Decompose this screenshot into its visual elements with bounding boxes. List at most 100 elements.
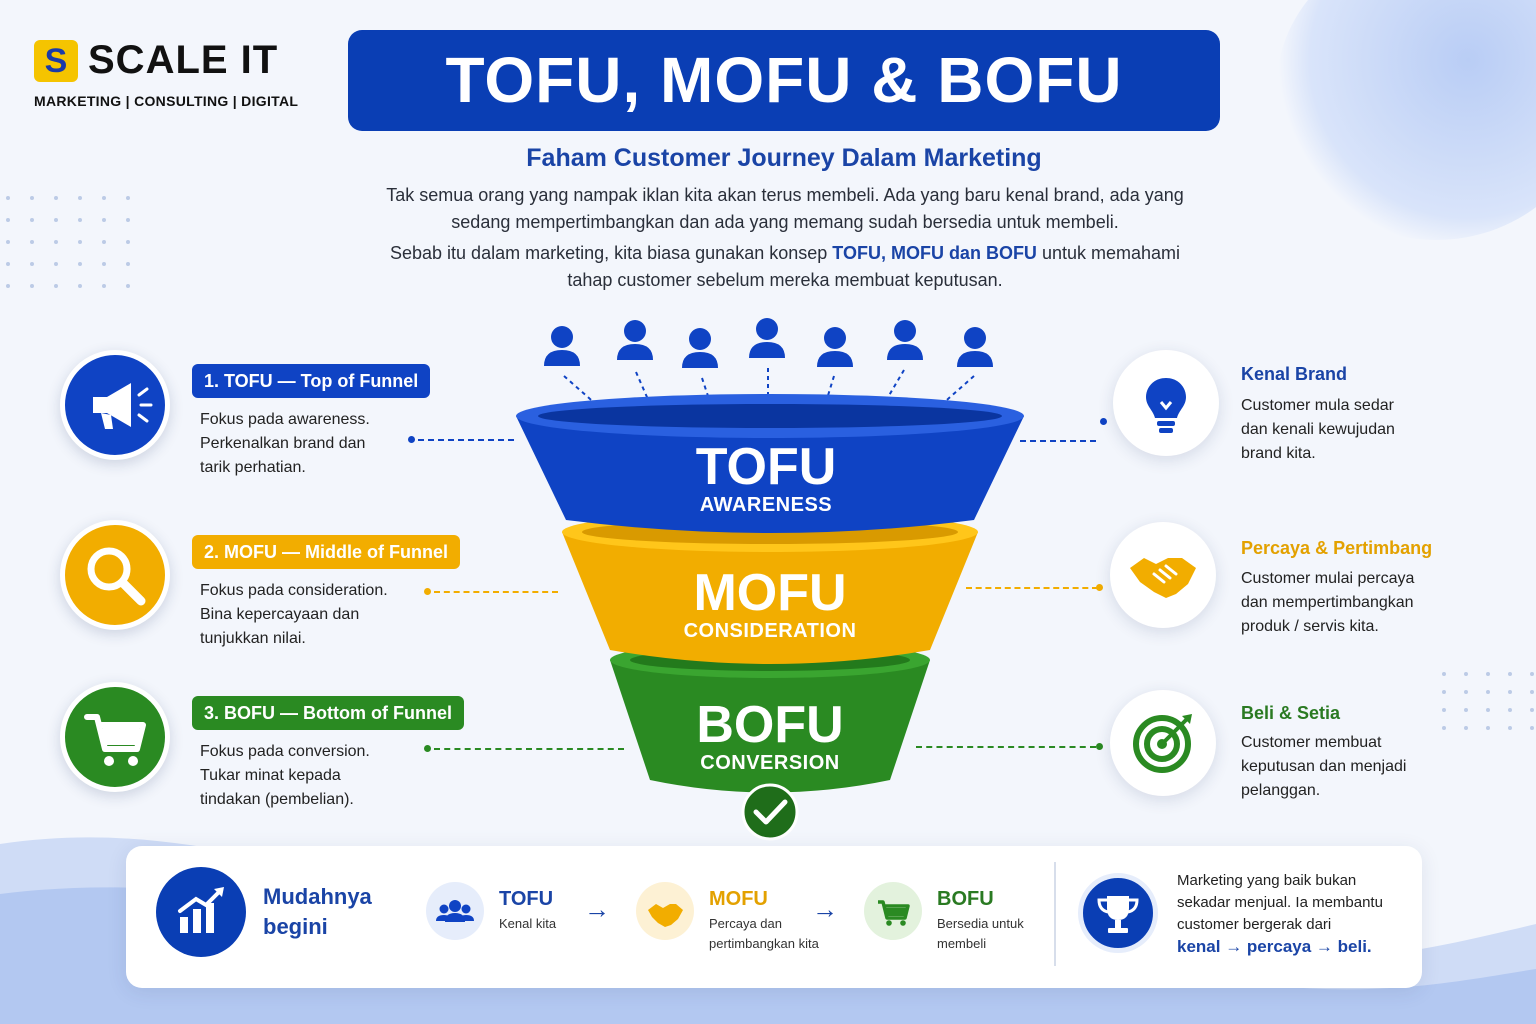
step-mofu-desc-line: Percaya dan: [709, 916, 782, 931]
brand-logo: S SCALE IT MARKETING | CONSULTING | DIGI…: [34, 38, 324, 118]
benefit-loyal-desc-line: pelanggan.: [1241, 782, 1321, 799]
stage-bofu-desc-line: Tukar minat kepada: [200, 767, 341, 784]
intro2-prefix: Sebab itu dalam marketing, kita biasa gu…: [390, 243, 833, 263]
benefit-aware-desc-line: brand kita.: [1241, 445, 1316, 462]
stage-tofu-icon-circle: [60, 350, 170, 460]
summary-quote-line: sekadar menjual. Ia membantu: [1177, 894, 1383, 911]
stage-tofu-label: 1. TOFU — Top of Funnel: [192, 364, 431, 398]
cart-icon: [84, 714, 146, 766]
funnel-diagram: [516, 318, 1024, 841]
funnel-bofu-subtitle: CONVERSION: [700, 752, 840, 774]
funnel-mofu-label: MOFU CONSIDERATION: [660, 566, 880, 643]
intro2-suffix: untuk memahami: [1036, 243, 1180, 263]
benefit-loyal-icon-circle: [1110, 690, 1216, 796]
arrow-right-icon: →: [812, 894, 838, 924]
benefit-loyal-description: Customer membuat keputusan dan menjadi p…: [1241, 731, 1441, 803]
brand-name: SCALE IT: [88, 38, 279, 82]
target-icon: [1133, 714, 1192, 773]
dot-pattern-left: [6, 196, 130, 288]
connector-dot: [408, 436, 415, 443]
step-bofu-desc-line: membeli: [937, 936, 987, 951]
connector-dot: [1096, 743, 1103, 750]
summary-quote-line: customer bergerak dari: [1177, 916, 1332, 933]
summary-quote: Marketing yang baik bukan sekadar menjua…: [1177, 870, 1407, 958]
benefit-trust-desc-line: Customer mulai percaya: [1241, 570, 1415, 587]
stage-mofu-description: Fokus pada consideration. Bina kepercaya…: [200, 579, 410, 651]
connector-line-mofu-right: [966, 587, 1098, 589]
step-tofu-desc: Kenal kita: [499, 916, 557, 931]
stage-tofu-desc-line: tarik perhatian.: [200, 459, 306, 476]
benefit-aware-desc-line: Customer mula sedar: [1241, 397, 1394, 414]
benefit-loyal-desc-line: Customer membuat: [1241, 734, 1382, 751]
step-bofu-desc: Bersedia untuk membeli: [937, 914, 1024, 954]
stage-bofu-desc-line: tindakan (pembelian).: [200, 791, 354, 808]
stage-mofu-desc-line: Fokus pada consideration.: [200, 582, 388, 599]
summary-quote-line: Marketing yang baik bukan: [1177, 872, 1357, 889]
connector-line-bofu-left: [434, 748, 624, 750]
stage-tofu-description: Fokus pada awareness. Perkenalkan brand …: [200, 408, 400, 480]
funnel-tofu-title: TOFU: [695, 438, 837, 496]
connector-dot: [1100, 418, 1107, 425]
page-title: TOFU, MOFU & BOFU: [348, 30, 1220, 131]
benefit-trust-desc-line: produk / servis kita.: [1241, 618, 1379, 635]
magnifier-icon: [87, 547, 146, 606]
trophy-icon: [1097, 896, 1139, 933]
dot-pattern-right: [1442, 672, 1534, 730]
stage-bofu-icon-circle: [60, 682, 170, 792]
handshake-icon: [648, 904, 683, 927]
stage-mofu-icon-circle: [60, 520, 170, 630]
summary-panel: Mudahnya begini TOFU Kenal kita → MOFU P…: [126, 846, 1422, 988]
person-icon: [682, 328, 718, 368]
stage-mofu-desc-line: Bina kepercayaan dan: [200, 606, 360, 623]
arrow-right-icon: →: [584, 894, 610, 924]
step-mofu-desc-line: pertimbangkan kita: [709, 936, 819, 951]
benefit-aware-description: Customer mula sedar dan kenali kewujudan…: [1241, 394, 1441, 466]
person-icon: [957, 327, 993, 367]
intro-line-1: Tak semua orang yang nampak iklan kita a…: [386, 185, 1184, 205]
audience-people-icons: [544, 318, 993, 368]
cart-icon: [878, 900, 910, 926]
brand-tagline: MARKETING | CONSULTING | DIGITAL: [34, 93, 299, 109]
step-bofu-icon-circle: [864, 882, 922, 940]
stage-mofu-label: 2. MOFU — Middle of Funnel: [192, 535, 460, 569]
funnel-mofu-title: MOFU: [693, 564, 847, 622]
benefit-aware-icon-circle: [1113, 350, 1219, 456]
connector-line-tofu-right: [1020, 440, 1096, 442]
funnel-tofu-subtitle: AWARENESS: [699, 494, 833, 516]
summary-quote-emphasis: kenal → percaya → beli.: [1177, 937, 1372, 956]
step-bofu-desc-line: Bersedia untuk: [937, 916, 1024, 931]
benefit-trust-description: Customer mulai percaya dan mempertimbang…: [1241, 567, 1461, 639]
stage-bofu-desc-line: Fokus pada conversion.: [200, 743, 370, 760]
stage-mofu-desc-line: tunjukkan nilai.: [200, 630, 306, 647]
benefit-trust-icon-circle: [1110, 522, 1216, 628]
funnel-bofu-label: BOFU CONVERSION: [670, 698, 870, 775]
step-mofu-title: MOFU: [709, 888, 768, 910]
growth-chart-icon: [178, 887, 224, 933]
intro2-highlight: TOFU, MOFU dan BOFU: [832, 243, 1037, 263]
intro2-line-2: tahap customer sebelum mereka membuat ke…: [567, 270, 1003, 290]
intro-paragraph-2: Sebab itu dalam marketing, kita biasa gu…: [300, 240, 1270, 294]
growth-chart-icon-circle: [156, 867, 246, 957]
trophy-icon-circle: [1078, 873, 1158, 953]
page-subtitle: Faham Customer Journey Dalam Marketing: [526, 144, 1042, 172]
group-people-icon: [436, 900, 474, 922]
step-tofu-title: TOFU: [499, 888, 554, 910]
benefit-loyal-desc-line: keputusan dan menjadi: [1241, 758, 1407, 775]
stage-tofu-desc-line: Fokus pada awareness.: [200, 411, 370, 428]
funnel-mofu-subtitle: CONSIDERATION: [683, 620, 857, 642]
person-icon: [544, 326, 580, 366]
checkmark-icon: [741, 783, 799, 841]
person-icon: [749, 318, 785, 358]
benefit-trust-desc-line: dan mempertimbangkan: [1241, 594, 1414, 611]
stage-tofu-desc-line: Perkenalkan brand dan: [200, 435, 366, 452]
connector-dot: [424, 588, 431, 595]
summary-title-line: Mudahnya: [263, 884, 372, 909]
connector-line-mofu-left: [434, 591, 558, 593]
funnel-tofu-label: TOFU AWARENESS: [666, 440, 866, 517]
person-icon: [617, 320, 653, 360]
stage-bofu-label: 3. BOFU — Bottom of Funnel: [192, 696, 464, 730]
step-tofu-icon-circle: [426, 882, 484, 940]
intro-line-2: sedang mempertimbangkan dan ada yang mem…: [451, 212, 1119, 232]
connector-line-tofu-left: [418, 439, 514, 441]
divider: [1054, 862, 1056, 966]
